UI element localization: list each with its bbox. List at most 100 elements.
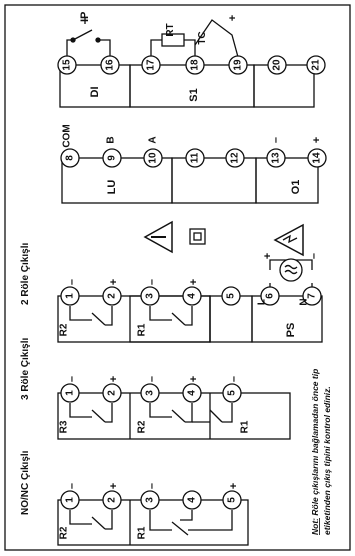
relay2-pol-3: – — [146, 279, 158, 285]
terminal-nonc-4: 4 — [182, 490, 202, 510]
outer-frame — [4, 4, 351, 551]
nonc-r1-nc-wire — [180, 510, 193, 521]
relay3-pol-3: – — [146, 376, 158, 382]
relay2-r1-contact-wire2 — [185, 306, 193, 326]
terminal-r3-4: 4 — [182, 383, 202, 403]
lu-a-label: A — [148, 136, 159, 143]
terminal-15: 15 — [57, 55, 77, 75]
svg-text:5: 5 — [227, 390, 238, 396]
ac-wave-icon — [284, 264, 298, 275]
relay2-pol-4: + — [188, 279, 200, 285]
relay3-r2-label: R2 — [137, 420, 148, 433]
relay2-r1-label: R1 — [137, 323, 148, 336]
svg-text:4: 4 — [187, 293, 198, 299]
nonc-pol-5: + — [228, 483, 240, 489]
svg-text:16: 16 — [105, 59, 116, 71]
terminal-11: 11 — [185, 148, 205, 168]
relay2-pol-2: + — [108, 279, 120, 285]
relay3-r3-wire2 — [105, 403, 113, 423]
o1-box — [255, 157, 319, 204]
terminal-r2-7: 7 — [302, 286, 322, 306]
svg-text:4: 4 — [187, 497, 198, 503]
nonc-r2-label: R2 — [59, 526, 70, 539]
svg-text:3: 3 — [145, 293, 156, 299]
ac-source-icon — [279, 258, 303, 282]
svg-text:5: 5 — [226, 293, 237, 299]
terminal-r3-1: 1 — [60, 383, 80, 403]
o1-plus-label: + — [311, 137, 323, 143]
high-voltage-icon — [273, 223, 304, 257]
double-insulation-icon — [189, 228, 206, 245]
o1-label: O1 — [290, 180, 302, 195]
di-switch-contact — [70, 37, 76, 43]
svg-text:20: 20 — [272, 59, 283, 71]
svg-text:1: 1 — [65, 293, 76, 299]
terminal-r3-2: 2 — [102, 383, 122, 403]
terminal-19: 19 — [228, 55, 248, 75]
tc-plus-label: + — [227, 15, 239, 21]
relay3-r1-wire2 — [222, 403, 233, 423]
terminal-18: 18 — [185, 55, 205, 75]
nonc-r1-label: R1 — [137, 526, 148, 539]
relay3-dividers — [129, 393, 211, 439]
relay2-pol-l: L — [257, 299, 268, 305]
relay2-pol-1: – — [66, 279, 78, 285]
nonc-r1-wire2 — [188, 510, 233, 531]
svg-text:3: 3 — [145, 390, 156, 396]
double-insulation-inner — [193, 232, 202, 241]
terminal-16: 16 — [100, 55, 120, 75]
terminal-nonc-2: 2 — [102, 490, 122, 510]
di-switch-blade — [72, 29, 93, 41]
terminal-r2-5: 5 — [221, 286, 241, 306]
tc-label: TC — [197, 31, 208, 44]
terminal-nonc-1: 1 — [60, 490, 80, 510]
svg-text:17: 17 — [146, 59, 157, 71]
rt-wire-left — [150, 39, 162, 57]
svg-text:9: 9 — [107, 155, 118, 161]
terminal-r2-1: 1 — [60, 286, 80, 306]
mid-box — [171, 157, 257, 204]
relay2-r1-contact — [171, 312, 186, 326]
relay3-r3-contact — [91, 409, 106, 423]
di-switch-contact — [95, 37, 101, 43]
nonc-r2-wire — [69, 510, 92, 525]
svg-text:10: 10 — [148, 152, 159, 164]
terminal-nonc-3: 3 — [140, 490, 160, 510]
relay3-r3-wire — [69, 403, 92, 418]
relay3-pol-4: + — [188, 376, 200, 382]
svg-text:1: 1 — [65, 390, 76, 396]
svg-text:5: 5 — [227, 497, 238, 503]
nonc-r1-contact — [171, 521, 189, 536]
relay3-r1-contact — [209, 409, 223, 423]
svg-text:14: 14 — [312, 152, 323, 164]
terminal-9: 9 — [102, 148, 122, 168]
relay3-r2-contact — [171, 409, 186, 423]
svg-text:11: 11 — [190, 152, 201, 163]
relay2-ps-label: PS — [285, 323, 297, 338]
svg-text:13: 13 — [271, 152, 282, 164]
svg-text:18: 18 — [190, 59, 201, 71]
di-ip-label: IP — [79, 12, 91, 22]
svg-text:4: 4 — [187, 390, 198, 396]
note-line1: Not: Röle çıkışlarını bağlamadan önce ti… — [310, 369, 320, 535]
terminal-13: 13 — [266, 148, 286, 168]
nonc-pol-3: – — [146, 483, 158, 489]
terminal-nonc-5: 5 — [222, 490, 242, 510]
relay3-pol-2: + — [108, 376, 120, 382]
nonc-r2-wire2 — [105, 510, 113, 530]
svg-text:2: 2 — [107, 390, 118, 396]
svg-text:19: 19 — [233, 59, 244, 71]
svg-text:7: 7 — [307, 293, 318, 299]
relay3-r2-wire — [149, 403, 172, 418]
rt-label: RT — [165, 23, 176, 36]
relay3-box — [57, 392, 291, 440]
lu-com-label: COM — [62, 124, 73, 147]
relay3-r1-label: R1 — [240, 420, 251, 433]
terminal-r2-4: 4 — [182, 286, 202, 306]
svg-text:2: 2 — [107, 293, 118, 299]
svg-text:6: 6 — [265, 293, 276, 299]
o1-minus-label: – — [270, 137, 282, 143]
relay2-r2-contact — [91, 312, 106, 326]
